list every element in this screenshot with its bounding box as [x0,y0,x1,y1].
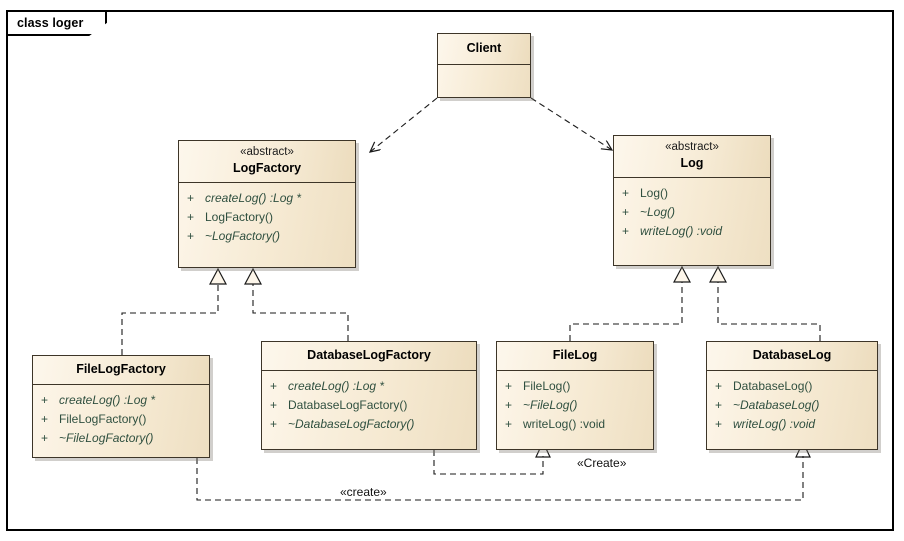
member-signature: ~FileLog() [523,398,578,412]
member-visibility: + [187,210,195,224]
class-header-log: «abstract» Log [614,136,770,178]
member-row: + DatabaseLog() [707,377,877,396]
member-row: + writeLog() :void [497,415,653,434]
class-name-log: Log [680,156,704,170]
class-header-databaselog: DatabaseLog [707,342,877,371]
member-row: + ~DatabaseLogFactory() [262,415,476,434]
class-name-filelog: FileLog [552,348,598,362]
class-name-databaselogfactory: DatabaseLogFactory [307,348,431,362]
member-row: + LogFactory() [179,208,355,227]
class-header-logfactory: «abstract» LogFactory [179,141,355,183]
member-visibility: + [715,398,723,412]
member-visibility: + [270,398,278,412]
class-box-databaselogfactory[interactable]: DatabaseLogFactory + createLog() :Log * … [261,341,477,450]
class-header-databaselogfactory: DatabaseLogFactory [262,342,476,371]
member-row: + FileLogFactory() [33,410,209,429]
member-visibility: + [187,229,195,243]
class-stereotype-logfactory: «abstract» [240,146,294,158]
edge-label-create-upper: «Create» [577,456,627,470]
member-row: + ~LogFactory() [179,227,355,246]
member-row: + writeLog() :void [614,222,770,241]
class-box-client[interactable]: Client [437,33,531,98]
member-signature: createLog() :Log * [288,379,385,393]
member-signature: createLog() :Log * [205,191,302,205]
member-row: + createLog() :Log * [262,377,476,396]
member-row: + Log() [614,184,770,203]
member-signature: ~DatabaseLog() [733,398,820,412]
class-box-filelog[interactable]: FileLog + FileLog() + ~FileLog() + write… [496,341,654,450]
diagram-frame-label: class loger [17,16,84,30]
member-visibility: + [715,379,723,393]
member-visibility: + [505,398,513,412]
member-signature: writeLog() :void [523,417,606,431]
member-signature: ~DatabaseLogFactory() [288,417,415,431]
class-members-databaselogfactory: + createLog() :Log * + DatabaseLogFactor… [262,371,476,440]
class-box-filelogfactory[interactable]: FileLogFactory + createLog() :Log * + Fi… [32,355,210,458]
class-members-filelog: + FileLog() + ~FileLog() + writeLog() :v… [497,371,653,440]
member-signature: LogFactory() [205,210,274,224]
member-visibility: + [505,379,513,393]
member-row: + writeLog() :void [707,415,877,434]
class-header-filelog: FileLog [497,342,653,371]
class-name-databaselog: DatabaseLog [752,348,832,362]
member-row: + ~FileLogFactory() [33,429,209,448]
member-signature: createLog() :Log * [59,393,156,407]
member-visibility: + [715,417,723,431]
member-signature: DatabaseLog() [733,379,813,393]
class-name-client: Client [466,41,502,55]
member-signature: ~FileLogFactory() [59,431,154,445]
member-signature: ~LogFactory() [205,229,281,243]
member-signature: ~Log() [640,205,676,219]
member-signature: writeLog() :void [640,224,723,238]
class-header-filelogfactory: FileLogFactory [33,356,209,385]
diagram-frame [6,10,894,531]
member-visibility: + [41,393,49,407]
class-box-databaselog[interactable]: DatabaseLog + DatabaseLog() + ~DatabaseL… [706,341,878,450]
member-signature: writeLog() :void [733,417,816,431]
diagram-frame-tab: class loger [6,10,108,36]
member-signature: Log() [640,186,669,200]
member-row: + ~FileLog() [497,396,653,415]
member-row: + ~DatabaseLog() [707,396,877,415]
member-row: + ~Log() [614,203,770,222]
member-visibility: + [41,412,49,426]
member-visibility: + [41,431,49,445]
class-box-logfactory[interactable]: «abstract» LogFactory + createLog() :Log… [178,140,356,268]
member-visibility: + [187,191,195,205]
class-members-client [438,65,530,77]
member-signature: FileLog() [523,379,571,393]
member-visibility: + [622,186,630,200]
member-visibility: + [622,205,630,219]
edge-label-create-lower: «create» [340,485,387,499]
class-stereotype-log: «abstract» [665,141,719,153]
member-row: + createLog() :Log * [179,189,355,208]
class-members-filelogfactory: + createLog() :Log * + FileLogFactory() … [33,385,209,454]
member-visibility: + [270,417,278,431]
member-visibility: + [270,379,278,393]
class-header-client: Client [438,34,530,65]
member-row: + DatabaseLogFactory() [262,396,476,415]
member-visibility: + [505,417,513,431]
member-signature: FileLogFactory() [59,412,147,426]
member-visibility: + [622,224,630,238]
class-box-log[interactable]: «abstract» Log + Log() + ~Log() + writeL… [613,135,771,266]
member-signature: DatabaseLogFactory() [288,398,408,412]
member-row: + createLog() :Log * [33,391,209,410]
class-members-log: + Log() + ~Log() + writeLog() :void [614,178,770,247]
class-members-databaselog: + DatabaseLog() + ~DatabaseLog() + write… [707,371,877,440]
class-members-logfactory: + createLog() :Log * + LogFactory() + ~L… [179,183,355,252]
class-name-filelogfactory: FileLogFactory [76,362,166,376]
class-name-logfactory: LogFactory [232,161,302,175]
member-row: + FileLog() [497,377,653,396]
